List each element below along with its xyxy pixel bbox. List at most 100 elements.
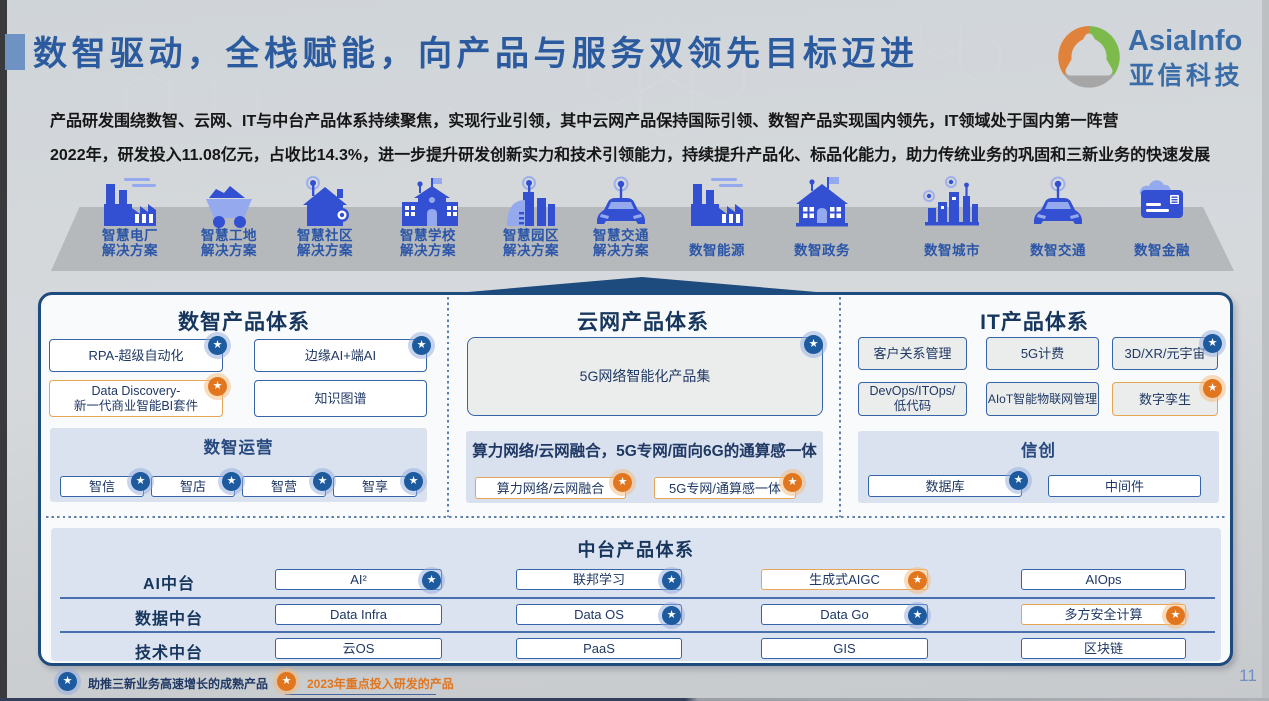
band-item-label: 智慧园区解决方案	[503, 228, 559, 258]
product-box-federated-learning: 联邦学习 ★	[516, 569, 682, 590]
product-box-label: AI²	[350, 572, 367, 587]
band-item-digital-transport: 数智交通	[1003, 176, 1113, 258]
left-dark-edge	[0, 0, 7, 701]
legend-underline	[285, 693, 436, 695]
right-dark-edge	[1262, 0, 1269, 701]
horizontal-divider	[46, 516, 1225, 518]
band-item-digital-energy: 数智能源	[662, 176, 772, 258]
product-box-data-discovery: Data Discovery-新一代商业智能BI套件 ★	[49, 377, 227, 417]
star-icon: ★	[1207, 337, 1218, 349]
orange-star-badge: ★	[1166, 606, 1185, 625]
band-item-label: 数智能源	[689, 243, 745, 258]
star-icon: ★	[1207, 382, 1218, 394]
factory-icon	[104, 178, 156, 226]
star-icon: ★	[317, 475, 328, 487]
star-icon: ★	[912, 609, 923, 621]
house-icon	[303, 176, 349, 226]
star-icon: ★	[426, 574, 437, 586]
product-box-label: 数据库	[925, 478, 965, 494]
orange-star-badge: ★	[613, 473, 632, 492]
star-icon: ★	[62, 675, 73, 687]
band-item-smart-school: 智慧学校解决方案	[373, 176, 483, 258]
blue-star-badge: ★	[404, 472, 423, 491]
product-box-paas: PaaS	[516, 638, 682, 659]
band-item-label: 数智城市	[924, 243, 980, 258]
product-box-cloud-os: 云OS	[275, 638, 442, 659]
orange-star-badge: ★	[783, 473, 802, 492]
band-item-label: 数智金融	[1134, 243, 1190, 258]
band-item-label: 智慧工地解决方案	[201, 228, 257, 258]
blue-star-badge: ★	[131, 472, 150, 491]
product-systems-panel: 数智产品体系 云网产品体系 IT产品体系 RPA-超级自动化 ★ 边缘AI+端A…	[38, 292, 1233, 666]
product-box-label: DevOps/ITOps/低代码	[869, 384, 956, 413]
product-box-zhixiang: 智享 ★	[333, 472, 423, 497]
band-item-digital-government: 数智政务	[767, 176, 877, 258]
column-divider-1	[447, 297, 449, 517]
band-item-smart-community: 智慧社区解决方案	[270, 176, 380, 258]
product-box-rpa: RPA-超级自动化 ★	[49, 336, 227, 372]
intro-paragraph-1: 产品研发围绕数智、云网、IT与中台产品体系持续聚焦，实现行业引领，其中云网产品保…	[50, 113, 1119, 130]
product-box-aiops: AIOps	[1021, 569, 1186, 590]
star-icon: ★	[666, 574, 677, 586]
product-box-label: 3D/XR/元宇宙	[1124, 346, 1206, 361]
blue-star-badge: ★	[208, 336, 227, 355]
product-box-label: Data Go	[820, 607, 869, 622]
star-icon: ★	[212, 380, 223, 392]
blue-star-badge: ★	[422, 571, 441, 590]
campus-icon	[507, 176, 555, 226]
row-label-data: 数据中台	[134, 611, 203, 628]
product-box-label: 联邦学习	[572, 572, 625, 587]
legend-orange-star-badge: ★	[277, 672, 296, 691]
row-divider-1	[60, 597, 1215, 599]
product-box-crm: 客户关系管理	[858, 337, 967, 370]
star-icon: ★	[281, 675, 292, 687]
subpanel-title: 信创	[1021, 442, 1056, 460]
cloud-subpanel: 算力网络/云网融合，5G专网/面向6G的通算感一体 算力网络/云网融合 ★ 5G…	[466, 431, 823, 503]
government-icon	[796, 177, 848, 227]
product-box-blockchain: 区块链	[1021, 638, 1186, 659]
product-box-knowledge-graph: 知识图谱	[254, 380, 427, 417]
product-box-label: 5G网络智能化产品集	[579, 368, 711, 384]
blue-star-badge: ★	[313, 472, 332, 491]
mine-cart-icon	[206, 186, 252, 228]
product-box-gis: GIS	[761, 638, 928, 659]
product-box-label: GIS	[833, 641, 856, 656]
product-box-3d-xr-metaverse: 3D/XR/元宇宙 ★	[1112, 334, 1222, 370]
product-box-label: AIoT智能物联网管理	[987, 391, 1098, 406]
star-icon: ★	[226, 475, 237, 487]
page-number: 11	[1239, 666, 1257, 685]
product-box-aiot: AIoT智能物联网管理	[986, 382, 1099, 416]
star-icon: ★	[212, 339, 223, 351]
orange-star-badge: ★	[208, 377, 227, 396]
orange-star-badge: ★	[1203, 379, 1222, 398]
star-icon: ★	[787, 476, 798, 488]
product-box-label: 云OS	[342, 641, 375, 656]
product-box-zhidian: 智店 ★	[151, 472, 241, 497]
factory-icon	[691, 178, 743, 226]
product-box-label: Data OS	[574, 607, 624, 622]
star-icon: ★	[666, 609, 677, 621]
star-icon: ★	[808, 338, 819, 350]
asiainfo-logo-ring-icon	[1058, 26, 1120, 88]
xinchuang-subpanel: 信创 数据库 ★ 中间件	[858, 431, 1219, 503]
product-box-database: 数据库 ★	[868, 471, 1028, 497]
product-box-5g-private-network: 5G专网/通算感一体 ★	[654, 473, 802, 499]
car-icon	[1034, 176, 1082, 224]
product-box-label: 5G计费	[1020, 346, 1065, 361]
product-box-multiparty-computation: 多方安全计算 ★	[1021, 604, 1186, 625]
band-item-smart-campus: 智慧园区解决方案	[476, 176, 586, 258]
row-label-ai: AI中台	[142, 576, 195, 593]
product-box-label: AIOps	[1085, 572, 1122, 587]
product-box-label: 区块链	[1083, 641, 1123, 656]
star-icon: ★	[617, 476, 628, 488]
it-column-title: IT产品体系	[980, 311, 1089, 334]
product-box-computing-network: 算力网络/云网融合 ★	[475, 473, 632, 499]
product-box-label: Data Discovery-新一代商业智能BI套件	[73, 383, 199, 413]
band-item-digital-finance: 数智金融	[1107, 176, 1217, 258]
logo-brand-text: AsiaInfo	[1128, 25, 1243, 57]
blue-star-badge: ★	[908, 606, 927, 625]
band-item-label: 智慧社区解决方案	[297, 228, 353, 258]
band-item-label: 数智政务	[794, 243, 850, 258]
product-box-label: 生成式AIGC	[809, 572, 880, 587]
